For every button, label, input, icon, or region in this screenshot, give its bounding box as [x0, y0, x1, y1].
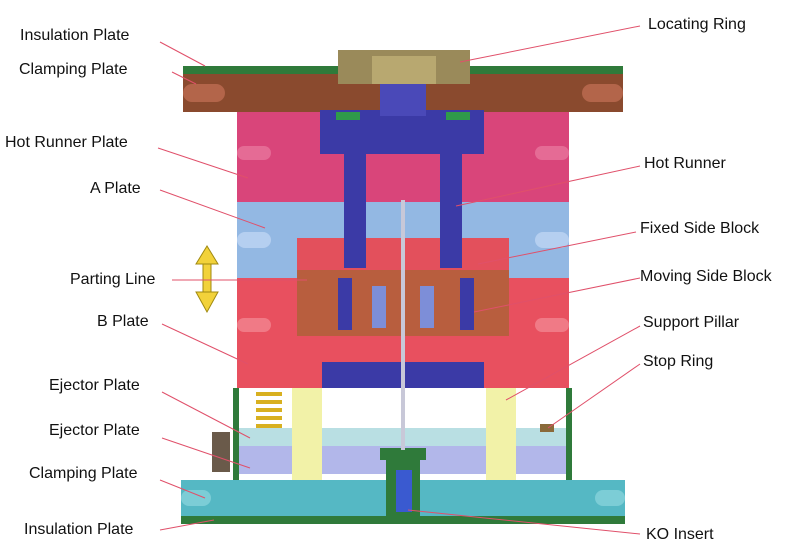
hot-runner-plate-slot-left — [237, 146, 271, 160]
return-spring — [256, 392, 282, 428]
label-a-plate: A Plate — [90, 180, 141, 197]
moving-block-cavity-2 — [372, 286, 386, 328]
label-hot-runner: Hot Runner — [644, 155, 726, 172]
locating-ring-inner — [372, 56, 436, 84]
stop-ring-right — [540, 424, 554, 432]
b-plate-slot-right — [535, 318, 569, 332]
clamping-plate-top-slot-right — [582, 84, 623, 102]
ko-insert-core — [396, 470, 412, 512]
label-hot-runner-plate: Hot Runner Plate — [5, 134, 128, 151]
label-clamping-plate-top: Clamping Plate — [19, 61, 128, 78]
label-stop-ring: Stop Ring — [643, 353, 714, 370]
hot-runner-sprue — [380, 84, 426, 116]
label-ejector-plate-2: Ejector Plate — [49, 422, 140, 439]
a-plate-slot-left — [237, 232, 271, 248]
clamping-plate-bottom-slot-left — [181, 490, 211, 506]
ejector-rod — [401, 200, 405, 450]
ejector-housing-left — [233, 388, 239, 480]
label-ko-insert: KO Insert — [646, 526, 714, 543]
hot-runner-green-left — [336, 112, 360, 120]
clamping-plate-bottom-slot-right — [595, 490, 625, 506]
label-support-pillar: Support Pillar — [643, 314, 740, 331]
label-insulation-plate-bottom: Insulation Plate — [24, 521, 134, 538]
moving-block-cavity-3 — [420, 286, 434, 328]
hot-runner-green-right — [446, 112, 470, 120]
moving-block-cavity-4 — [460, 278, 474, 330]
insulation-plate-bottom-shape — [181, 516, 625, 524]
hot-runner-plate-slot-right — [535, 146, 569, 160]
leader-lines-right — [407, 25, 641, 535]
b-plate-slot-left — [237, 318, 271, 332]
moving-block-cavity-1 — [338, 278, 352, 330]
label-clamping-plate-bottom: Clamping Plate — [29, 465, 138, 482]
leader-lines-left — [157, 41, 307, 531]
label-ejector-plate-1: Ejector Plate — [49, 377, 140, 394]
clamping-plate-top-slot-left — [183, 84, 225, 102]
a-plate-slot-right — [535, 232, 569, 248]
label-b-plate: B Plate — [97, 313, 149, 330]
parting-line-arrow — [195, 245, 219, 314]
ejector-housing-right — [566, 388, 572, 480]
label-insulation-plate-top: Insulation Plate — [20, 27, 130, 44]
label-locating-ring: Locating Ring — [648, 16, 746, 33]
support-pillar-left — [292, 388, 322, 480]
hot-runner-nozzle-left — [344, 150, 366, 268]
label-parting-line: Parting Line — [70, 271, 156, 288]
label-moving-side-block: Moving Side Block — [640, 268, 772, 285]
ko-insert-collar — [380, 448, 426, 460]
hot-runner-nozzle-right — [440, 150, 462, 268]
label-fixed-side-block: Fixed Side Block — [640, 220, 760, 237]
stop-ring-left — [212, 432, 230, 472]
support-pillar-right — [486, 388, 516, 480]
